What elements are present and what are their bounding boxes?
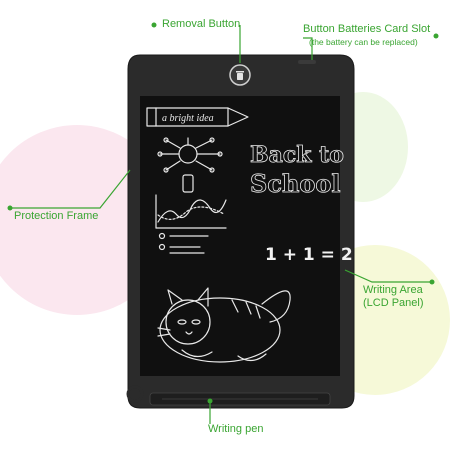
back-text: Back to — [250, 142, 344, 168]
graph-doodle — [155, 194, 227, 229]
battery-callout-line — [303, 37, 313, 60]
math-text: 1 + 1 = 2 — [265, 245, 353, 265]
writing-pen-label: Writing pen — [208, 423, 264, 435]
battery-slot — [298, 60, 316, 64]
pencil-text: a bright idea — [162, 113, 214, 124]
removal-callout-dot — [151, 22, 157, 28]
checklist-doodle — [158, 232, 209, 254]
writing-pen[interactable] — [149, 392, 331, 406]
pencil-doodle — [146, 107, 249, 127]
phone-doodle — [182, 174, 194, 193]
removal-button-label: Removal Button — [162, 18, 241, 30]
writing-area-label: Writing Area — [363, 284, 423, 296]
school-text: School — [250, 169, 341, 198]
removal-button[interactable] — [229, 64, 251, 86]
battery-slot-sublabel: (the battery can be replaced) — [309, 37, 418, 47]
battery-slot-label: Button Batteries Card Slot — [303, 23, 431, 35]
lcd-panel-label: (LCD Panel) — [363, 297, 424, 309]
protection-callout-dot — [7, 205, 13, 211]
screen-drawings — [146, 107, 291, 363]
protection-callout-line — [12, 169, 131, 209]
hanging-loop — [126, 385, 144, 403]
writing-area-callout-line — [344, 269, 432, 283]
writing-area-callout-dot — [429, 279, 435, 285]
cat-doodle — [157, 287, 291, 363]
battery-callout-dot — [433, 33, 439, 39]
pen-callout-dot — [207, 398, 213, 404]
protection-frame-label: Protection Frame — [14, 210, 99, 222]
circuit-doodle — [157, 137, 223, 173]
trash-icon — [236, 71, 244, 80]
